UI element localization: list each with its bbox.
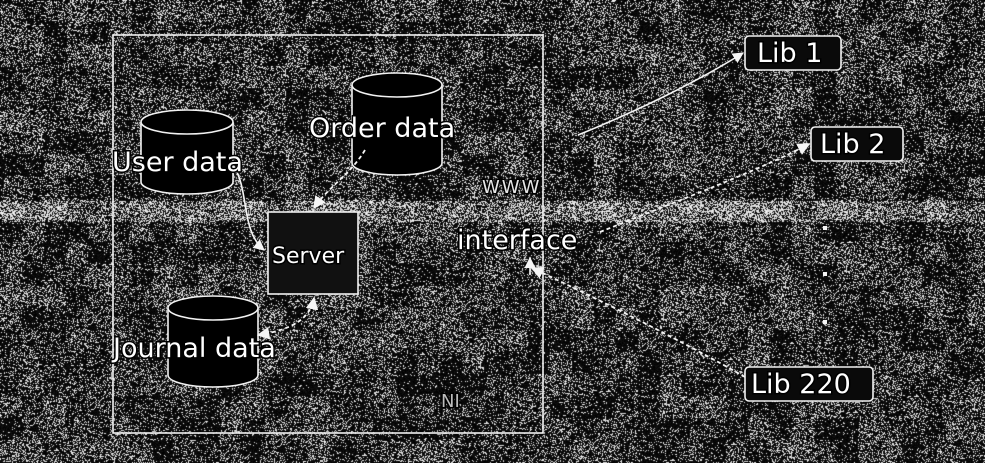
server-label: Server [272,244,345,269]
system-label: NI [441,391,460,412]
user-data-label: User data [112,147,243,178]
lib1-box [744,35,842,71]
user-data-cylinder [140,109,234,195]
journal-data-label: Journal data [111,333,276,364]
journal-data-cylinder [167,295,259,388]
system-boundary [112,34,544,434]
server-box [267,211,359,295]
lib220-label: Lib 220 [751,369,851,400]
arrow-interface-to-lib1 [577,52,744,136]
arrow-journal-server [256,296,319,340]
arrow-user-to-server [232,164,265,251]
ellipsis-dot-1 [823,226,827,230]
lib2-box [810,126,904,162]
ellipsis-dot-3 [823,320,827,324]
arrow-order-to-server [313,149,366,210]
arrow-lib220-to-interface [530,267,746,378]
lib1-label: Lib 1 [757,38,822,69]
ellipsis-dot-2 [823,272,827,276]
www-label: WWW [482,177,541,198]
lib220-box [744,366,874,402]
arrow-interface-to-lib2 [599,143,811,233]
lib2-label: Lib 2 [820,129,885,160]
order-data-label: Order data [309,113,455,144]
order-data-cylinder [351,72,443,176]
interface-label: interface [457,225,577,256]
